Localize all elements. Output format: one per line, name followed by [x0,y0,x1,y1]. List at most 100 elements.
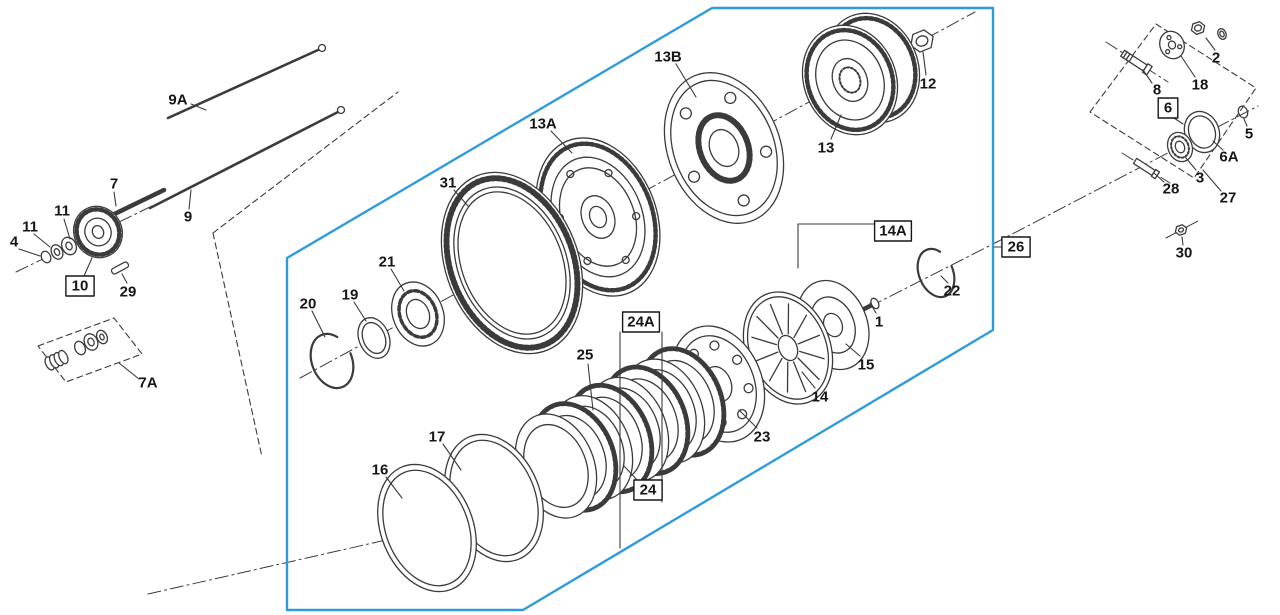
spring-bore [777,334,799,362]
part-label-p19: 19 [342,287,359,304]
pin-body [110,261,130,275]
part-label-p31: 31 [440,175,457,192]
rivet [621,255,630,265]
spring-finger [797,334,821,345]
part-label-p14: 14 [812,389,829,406]
part-label-p24a: 24A [627,314,655,331]
leader-p13a [550,130,573,154]
sprocket-teeth [804,27,896,133]
part-label-p29: 29 [120,284,137,301]
label-box-p26 [1001,236,1031,258]
spring-fingers [751,303,825,393]
washer-outer [50,244,64,260]
snap-ring [309,332,355,390]
part-label-p25: 25 [577,347,594,364]
part-16-seal-ring [377,463,477,593]
part-9a-pushrod-tip [317,43,327,53]
leader-p15 [845,343,861,357]
spring-finger [793,314,808,339]
leader-p18 [1180,55,1196,78]
part-9a-pushrod [166,48,320,120]
leader-p11a [63,218,71,240]
lightening-hole [679,107,692,120]
spring-finger [769,303,784,335]
part-label-p26: 26 [1008,239,1025,256]
stud-thread [1128,55,1134,63]
leader-p4 [18,248,41,257]
part-label-p13a: 13A [529,116,557,133]
spring-finger [755,351,779,362]
gear-teeth [443,175,581,351]
part-label-p13b: 13B [654,49,682,66]
part-label-p17: 17 [429,429,446,446]
label-box-p24 [633,479,663,501]
part-label-p11b: 11 [22,219,38,236]
leader-p12 [922,51,927,76]
gear-rim [440,171,584,355]
part-2-nut [1190,20,1206,36]
part-label-p14a: 14A [879,223,907,240]
leader-p3 [1185,157,1197,171]
label-box-p24a [621,311,661,333]
spring-finger [798,350,825,360]
leader-p1 [869,302,877,314]
lightening-hole [737,194,750,207]
part-10-sprocket [72,205,124,259]
cover-hole [1166,34,1172,41]
part-12-nut [910,29,934,53]
spring-finger [786,361,789,393]
sprocket-rim [72,205,124,259]
label-box-p6 [1157,97,1179,119]
shell-rivets [555,168,641,266]
snap-ring [916,247,956,299]
part-label-p9: 9 [184,209,192,226]
leader-p6a [1212,140,1224,151]
nut-hex [910,29,934,53]
part-label-p6a: 6A [1219,149,1238,166]
stud-8-centerline [1105,41,1169,83]
part-11-washer [60,236,78,256]
label-box-p10 [65,275,95,297]
hub-inner-ring [670,79,778,217]
washer-inner [87,337,95,347]
leader-p17 [442,443,462,471]
lightening-hole [759,145,773,158]
gear-inner-edge-2 [457,191,567,335]
leader-p24 [623,465,639,482]
part-label-p15: 15 [858,357,875,374]
part-label-p11a: 11 [54,203,70,220]
spring-finger [787,303,790,335]
hub-holes [679,91,773,207]
leader-p25 [587,363,594,411]
leader-p19 [353,301,367,322]
part-14-diaphragm-spring [742,291,834,405]
leader-p13b [675,63,697,98]
ring-outer [357,317,391,359]
leader-p31 [453,189,469,207]
sprocket-rim [801,24,899,136]
part-label-p30: 30 [1176,245,1193,262]
bearing-inner-edge [1187,115,1217,149]
bearing-balls [397,288,439,340]
part-label-p2: 2 [1212,50,1220,67]
shell-hub [580,195,616,239]
ring-inner [361,321,387,355]
leader-p28 [1153,172,1165,183]
part-29-pin [110,261,130,275]
part-2-washer [1217,28,1227,40]
rivet [632,211,641,221]
cover-hole [1165,48,1171,55]
bearing-inner-race [405,298,431,330]
leader-p16 [385,476,403,499]
washer-outer [1217,28,1227,40]
nut-hex [1190,20,1206,36]
lightening-hole [687,170,701,183]
part-28-stud [1132,157,1161,180]
leader-p10 [83,257,93,277]
bolt-hole [743,382,754,394]
screw-head [870,297,880,310]
part-13b-clutch-hub [663,72,785,224]
part-label-p1: 1 [875,314,883,331]
washer-outer [73,340,87,356]
part-label-p16: 16 [372,462,389,479]
